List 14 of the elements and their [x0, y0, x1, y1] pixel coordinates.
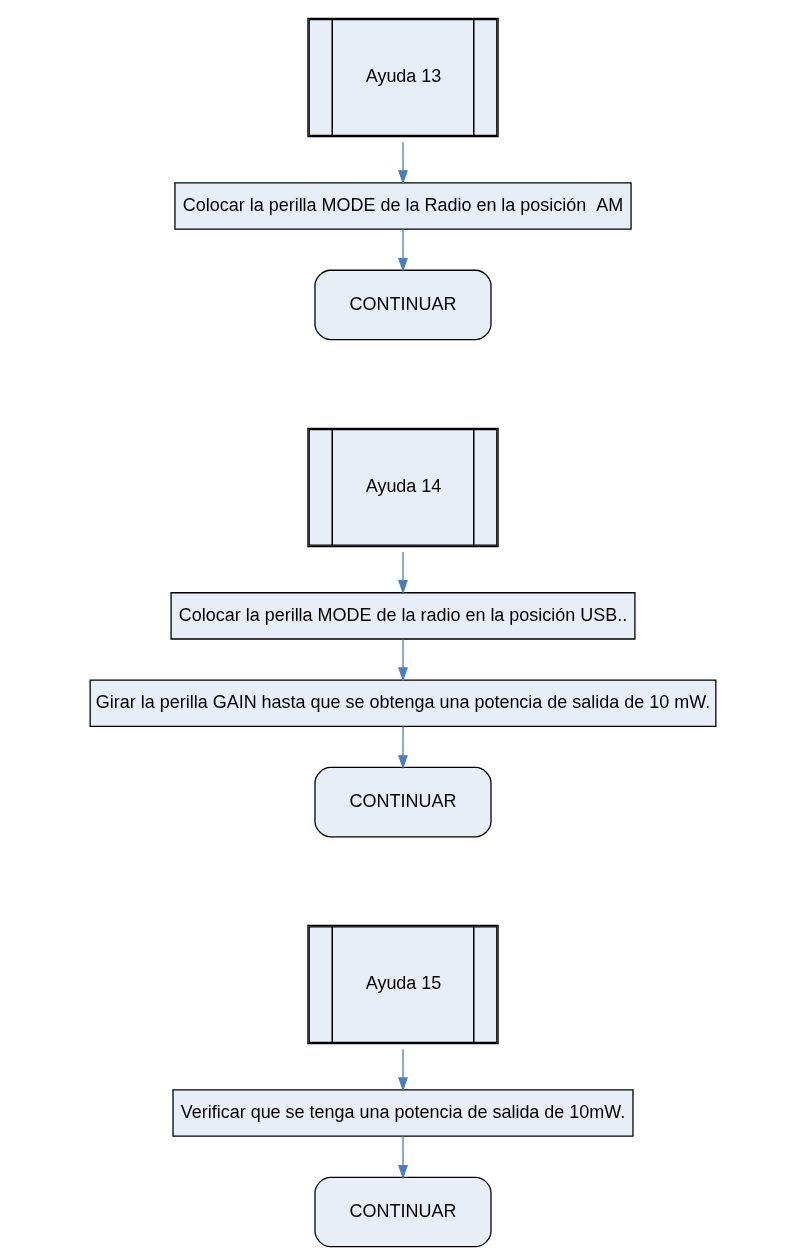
arrow — [398, 1135, 408, 1180]
node-box: Verificar que se tenga una potencia de salida de 10mW. — [172, 1089, 634, 1137]
node-box: Colocar la perilla MODE de la radio en la posición USB.. — [170, 592, 636, 640]
arrow — [398, 141, 408, 185]
node-box: Girar la perilla GAIN hasta que se obtenga una potencia de salida de 10 mW. — [89, 679, 717, 727]
arrow — [398, 1048, 408, 1092]
arrow — [398, 638, 408, 682]
node-box: CONTINUAR — [314, 766, 492, 838]
arrow — [398, 551, 408, 595]
node-box: CONTINUAR — [314, 269, 492, 341]
node-box: Colocar la perilla MODE de la Radio en la posición AM — [174, 182, 632, 230]
arrow — [398, 228, 408, 273]
node-box: CONTINUAR — [314, 1176, 492, 1248]
arrow — [398, 725, 408, 770]
